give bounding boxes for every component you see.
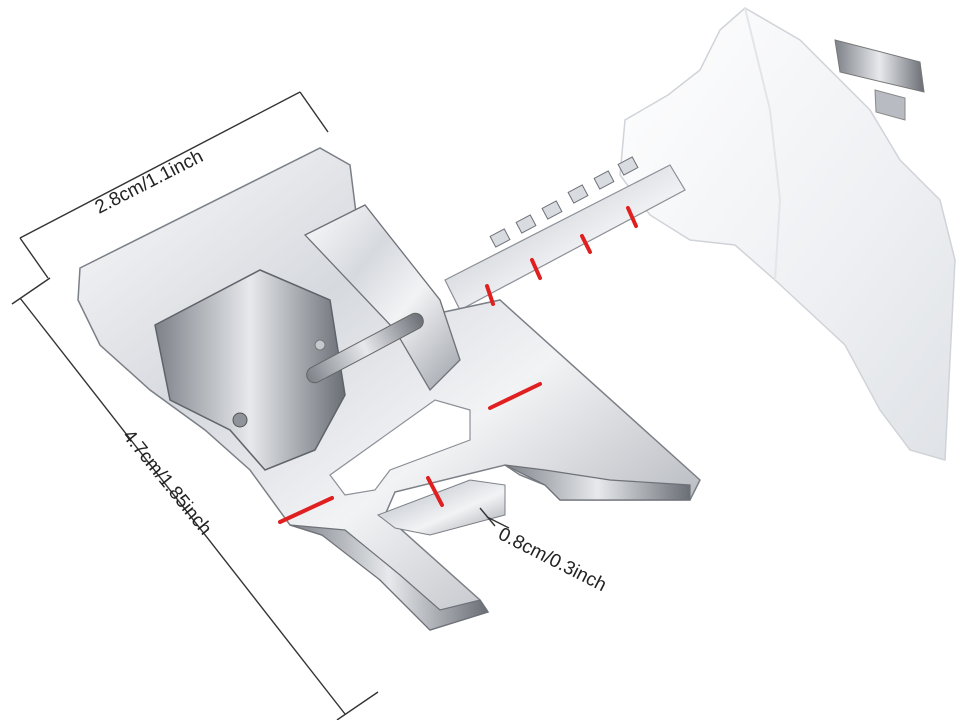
dimension-lines (11, 91, 510, 720)
presser-foot-body (77, 147, 701, 631)
red-scale-marks (278, 206, 638, 524)
length-dimension-label: 4.7cm/1.85inch (118, 426, 215, 539)
width-dimension-label: 2.8cm/1.1inch (92, 146, 207, 218)
gap-dimension-label: 0.8cm/0.3inch (495, 524, 610, 596)
measuring-bar (444, 156, 686, 311)
plastic-guide (619, 7, 956, 461)
